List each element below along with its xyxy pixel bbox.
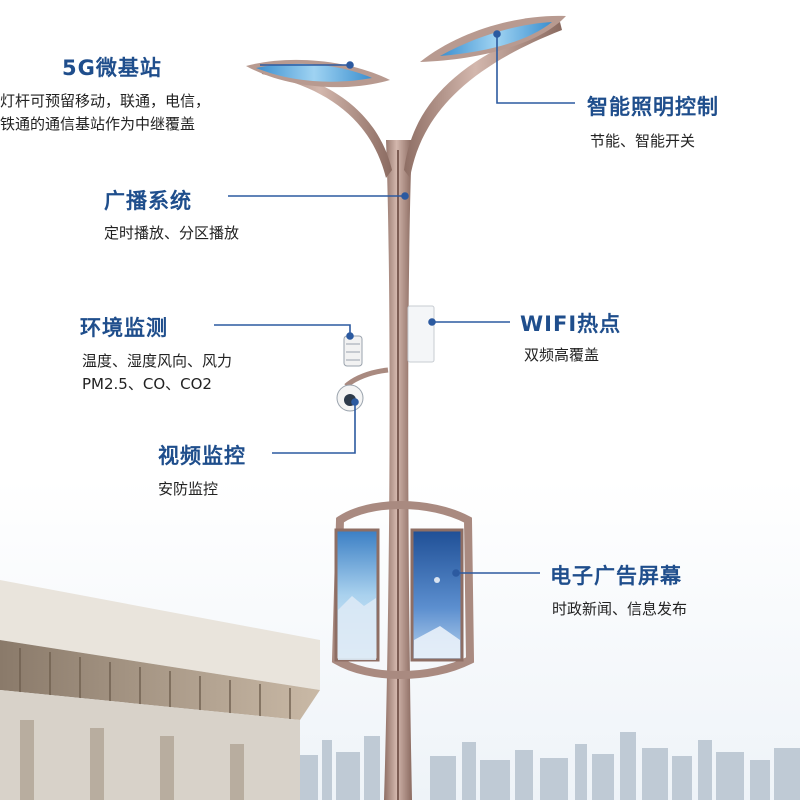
- wifi-desc-line-1: 双频高覆盖: [524, 346, 600, 364]
- lamp-right: [420, 15, 566, 62]
- video-desc-line-1: 安防监控: [158, 480, 219, 498]
- lighting-desc: 节能、智能开关: [590, 130, 695, 153]
- feature-wifi: WIFI热点: [520, 308, 621, 338]
- sensor-and-camera: [336, 335, 389, 412]
- pole: [260, 22, 562, 800]
- base-station-desc: 灯杆可预留移动，联通，电信， 铁通的通信基站作为中继覆盖: [0, 90, 210, 136]
- ad-screen-desc: 时政新闻、信息发布: [552, 598, 687, 621]
- broadcast-desc: 定时播放、分区播放: [104, 222, 239, 245]
- broadcast-desc-line-1: 定时播放、分区播放: [104, 224, 240, 242]
- lamp-left: [246, 59, 390, 88]
- environment-desc: 温度、湿度风向、风力 PM2.5、CO、CO2: [82, 350, 232, 396]
- wifi-box: [407, 305, 435, 363]
- video-desc: 安防监控: [158, 478, 218, 501]
- base-station-desc-line-2: 铁通的通信基站作为中继覆盖: [0, 115, 196, 133]
- feature-lighting: 智能照明控制: [587, 91, 719, 121]
- feature-broadcast: 广播系统: [104, 185, 192, 215]
- leader-lines: [214, 30, 575, 577]
- broadcast-title: 广播系统: [104, 189, 192, 213]
- feature-video: 视频监控: [158, 440, 246, 470]
- base-station-title: 5G微基站: [62, 56, 162, 80]
- base-station-desc-line-1: 灯杆可预留移动，联通，电信，: [0, 92, 211, 110]
- ad-screen-desc-line-1: 时政新闻、信息发布: [552, 600, 688, 618]
- wifi-title: WIFI热点: [520, 312, 622, 336]
- wifi-desc: 双频高覆盖: [524, 344, 599, 367]
- environment-desc-line-2: PM2.5、CO、CO2: [82, 375, 212, 393]
- lighting-title: 智能照明控制: [587, 95, 719, 119]
- feature-environment: 环境监测: [80, 312, 168, 342]
- environment-title: 环境监测: [80, 316, 168, 340]
- feature-base-station: 5G微基站: [62, 52, 162, 82]
- video-title: 视频监控: [158, 444, 246, 468]
- ad-screen-title: 电子广告屏幕: [550, 564, 682, 588]
- environment-desc-line-1: 温度、湿度风向、风力: [82, 352, 233, 370]
- feature-ad-screen: 电子广告屏幕: [550, 560, 682, 590]
- lighting-desc-line-1: 节能、智能开关: [590, 132, 696, 150]
- building-roof: [0, 580, 320, 800]
- ad-screens: [334, 528, 464, 662]
